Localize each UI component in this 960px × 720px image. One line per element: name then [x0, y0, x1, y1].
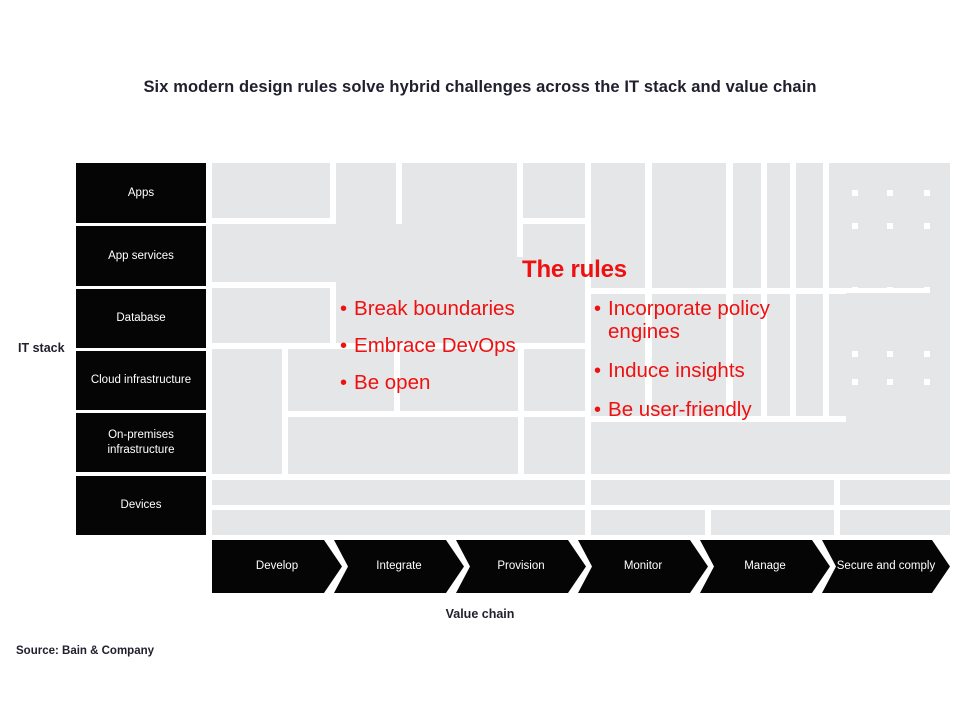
mosaic-tile — [212, 349, 282, 474]
stack-item-database[interactable]: Database — [76, 289, 206, 348]
mosaic-tile — [524, 417, 585, 474]
mosaic-tile — [846, 229, 950, 287]
mosaic-tile — [212, 510, 585, 535]
mosaic-tile — [336, 257, 585, 343]
bullet-icon: • — [340, 371, 348, 394]
rule-text: Break boundaries — [354, 297, 515, 320]
value-chain-integrate[interactable]: Integrate — [334, 540, 464, 593]
rules-list-left: • Break boundaries • Embrace DevOps • Be open — [340, 297, 580, 409]
bullet-icon: • — [340, 334, 348, 357]
bullet-icon: • — [594, 398, 602, 421]
mosaic-tile — [591, 510, 705, 535]
mosaic-tile — [212, 480, 585, 505]
mosaic-tile — [796, 294, 823, 416]
stack-item-app-services[interactable]: App services — [76, 226, 206, 286]
value-chain-provision[interactable]: Provision — [456, 540, 586, 593]
mosaic-tile — [288, 349, 394, 411]
rule-left-1: • Break boundaries — [340, 297, 580, 321]
mosaic-tile — [840, 510, 950, 535]
page-title: Six modern design rules solve hybrid cha… — [143, 78, 817, 96]
mosaic-tile — [733, 163, 761, 288]
stack-item-apps[interactable]: Apps — [76, 163, 206, 223]
mosaic-tile — [846, 357, 950, 379]
source-note: Source: Bain & Company — [16, 645, 155, 657]
rules-heading: The rules — [522, 256, 627, 283]
value-chain-manage[interactable]: Manage — [700, 540, 830, 593]
rule-text: Incorporate policy engines — [608, 297, 770, 343]
bullet-icon: • — [340, 298, 348, 320]
mosaic-tile — [846, 163, 950, 190]
mosaic-tile — [846, 293, 950, 351]
mosaic-tile — [711, 510, 834, 535]
mosaic-tile — [591, 294, 645, 416]
value-chain-monitor[interactable]: Monitor — [578, 540, 708, 593]
mosaic-tile — [212, 163, 330, 218]
value-chain-secure-and-comply[interactable]: Secure and comply — [822, 540, 950, 593]
mosaic-tile — [767, 294, 790, 416]
value-chain-row: Develop Integrate Provision Monitor Mana… — [212, 540, 950, 593]
rule-right-3: • Be user-friendly — [594, 397, 834, 422]
rule-left-2: • Embrace DevOps — [340, 333, 580, 358]
rule-text: Induce insights — [608, 358, 745, 382]
rule-text: Be user-friendly — [608, 397, 752, 421]
mosaic-tile — [846, 196, 950, 223]
mosaic-tile — [524, 349, 585, 411]
stack-item-devices[interactable]: Devices — [76, 476, 206, 535]
mosaic-tile — [767, 163, 790, 288]
rule-text: Embrace DevOps — [354, 333, 516, 357]
rule-left-3: • Be open — [340, 370, 580, 395]
mosaic-tile — [400, 349, 518, 411]
mosaic-tile — [523, 163, 585, 218]
rules-list-right: • Incorporate policy engines • Induce insig… — [594, 297, 834, 438]
mosaic-grid — [212, 163, 950, 535]
rule-text: Be open — [354, 370, 431, 394]
bullet-icon: • — [594, 359, 602, 382]
mosaic-tile — [288, 417, 518, 474]
it-stack-axis-label: IT stack — [18, 341, 65, 355]
rule-right-2: • Induce insights — [594, 358, 834, 383]
it-stack-column: Apps App services Database Cloud infrast… — [76, 163, 206, 535]
bullet-icon: • — [594, 298, 602, 320]
mosaic-tile — [591, 480, 834, 505]
value-chain-develop[interactable]: Develop — [212, 540, 342, 593]
mosaic-tile — [796, 163, 823, 288]
rule-right-1: • Incorporate policy engines — [594, 297, 834, 344]
mosaic-tile — [846, 385, 950, 474]
mosaic-tile — [591, 163, 645, 288]
mosaic-tile — [652, 294, 726, 416]
mosaic-tile — [212, 288, 330, 343]
stack-item-cloud-infrastructure[interactable]: Cloud infrastructure — [76, 351, 206, 410]
stack-item-on-premises-infrastructure[interactable]: On-premises infrastructure — [76, 413, 206, 472]
mosaic-tile — [733, 294, 761, 416]
value-chain-axis-label: Value chain — [445, 607, 515, 621]
mosaic-tile — [652, 163, 726, 288]
mosaic-tile — [840, 480, 950, 505]
